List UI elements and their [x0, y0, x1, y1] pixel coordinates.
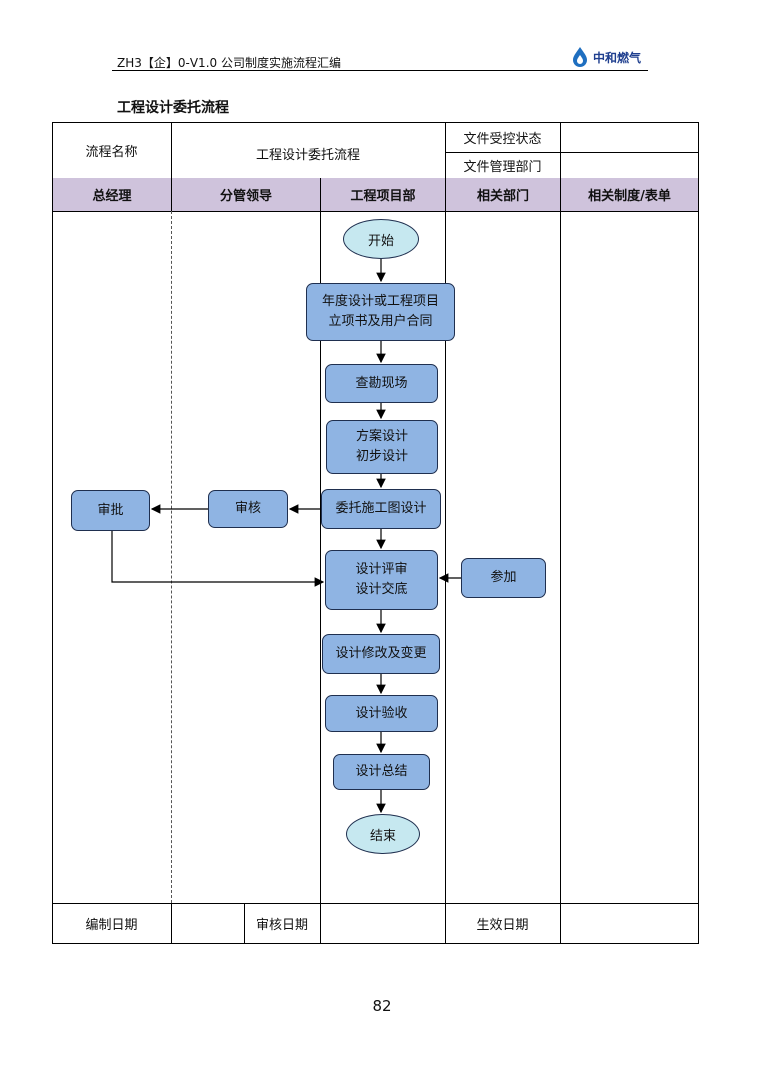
divider [560, 178, 561, 211]
lane-header-general-manager: 总经理 [53, 178, 171, 211]
design-review-line2: 设计交底 [355, 582, 408, 597]
lane-divider [320, 211, 321, 903]
page-number: 82 [372, 997, 392, 1015]
design-acceptance-node: 设计验收 [325, 695, 438, 732]
scheme-design-line1: 方案设计 [355, 429, 408, 444]
company-logo: 中和燃气 [570, 46, 641, 68]
header-rule [112, 70, 648, 71]
entrust-drawing-design-node: 委托施工图设计 [321, 489, 441, 529]
lane-divider [171, 211, 172, 903]
file-status-label: 文件受控状态 [463, 131, 542, 147]
scheme-design-line2: 初步设计 [355, 449, 408, 464]
start-node: 开始 [343, 219, 419, 259]
divider [171, 903, 172, 944]
leader-review-node: 审核 [208, 490, 288, 528]
flowchart-table [52, 122, 699, 944]
divider [52, 903, 699, 904]
lane-divider [445, 211, 446, 903]
lane-header-related-rules: 相关制度/表单 [561, 178, 698, 211]
divider [171, 122, 172, 178]
file-dept-label: 文件管理部门 [463, 159, 542, 175]
process-name-value: 工程设计委托流程 [255, 147, 360, 163]
divider [445, 178, 446, 211]
divider [320, 903, 321, 944]
design-modify-node: 设计修改及变更 [322, 634, 440, 674]
annual-plan-node: 年度设计或工程项目 立项书及用户合同 [306, 283, 455, 341]
divider [52, 211, 699, 212]
effective-date-label: 生效日期 [476, 918, 529, 933]
document-code: ZH3【企】0-V1.0 公司制度实施流程汇编 [117, 56, 341, 70]
design-summary-node: 设计总结 [333, 754, 430, 790]
divider [445, 152, 699, 153]
participate-node: 参加 [461, 558, 546, 598]
flame-drop-icon [573, 47, 587, 67]
divider [445, 122, 446, 178]
lane-header-engineering-dept: 工程项目部 [321, 178, 445, 211]
lane-divider [560, 211, 561, 903]
lane-header-division-leader: 分管领导 [172, 178, 320, 211]
design-review-node: 设计评审 设计交底 [325, 550, 438, 610]
gm-approval-node: 审批 [71, 490, 150, 531]
annual-plan-line2: 立项书及用户合同 [328, 314, 433, 329]
design-review-line1: 设计评审 [355, 562, 408, 577]
divider [560, 122, 561, 178]
audit-date-label: 审核日期 [255, 918, 308, 933]
compile-date-label: 编制日期 [85, 918, 138, 933]
end-node: 结束 [346, 814, 420, 854]
divider [445, 903, 446, 944]
divider [320, 178, 321, 211]
divider [244, 903, 245, 944]
scheme-design-node: 方案设计 初步设计 [326, 420, 438, 474]
annual-plan-line1: 年度设计或工程项目 [321, 294, 439, 309]
lane-header-related-dept: 相关部门 [446, 178, 560, 211]
divider [560, 903, 561, 944]
divider [171, 178, 172, 211]
site-survey-node: 查勘现场 [325, 364, 438, 403]
page-title: 工程设计委托流程 [117, 100, 229, 116]
logo-text: 中和燃气 [593, 50, 642, 65]
process-name-label: 流程名称 [85, 144, 138, 160]
